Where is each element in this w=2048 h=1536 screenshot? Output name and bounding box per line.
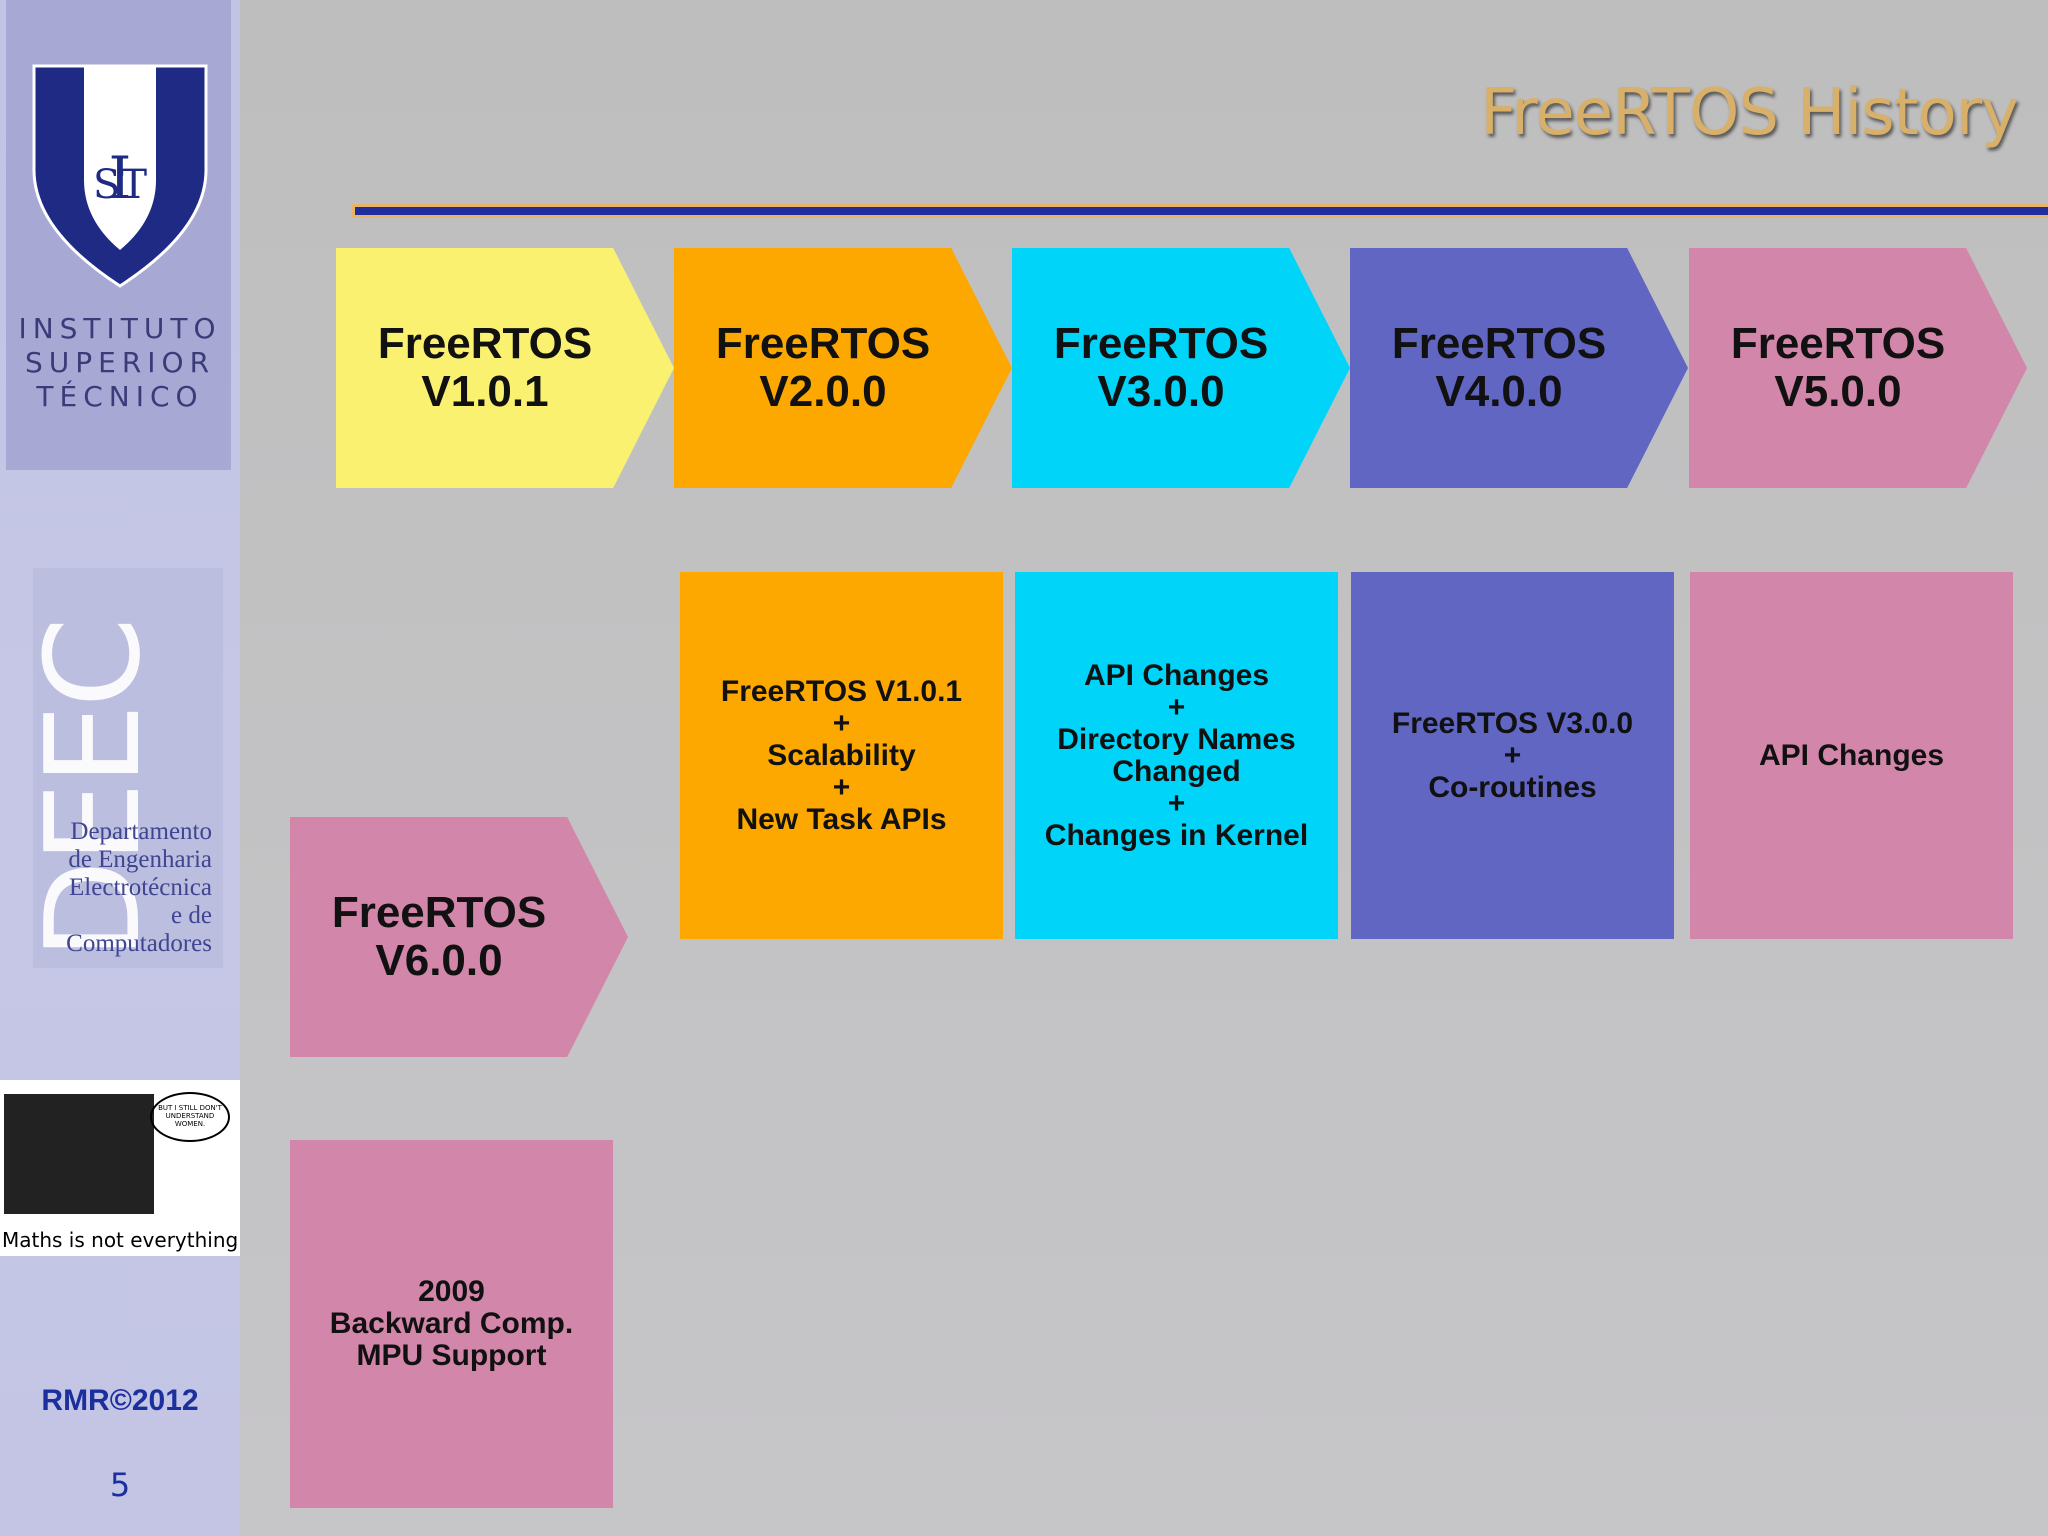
cartoon-caption: Maths is not everything (2, 1228, 239, 1252)
version-details-box: 2009 Backward Comp. MPU Support (290, 1140, 613, 1508)
svg-text:I: I (109, 144, 132, 212)
version-name: FreeRTOS (1730, 319, 1946, 368)
version-name: FreeRTOS (377, 319, 593, 368)
version-number: V5.0.0 (1774, 367, 1902, 416)
department-line: Computadores (66, 930, 212, 957)
version-number: V2.0.0 (759, 367, 887, 416)
copyright-credit: RMR©2012 (41, 1384, 199, 1417)
version-name: FreeRTOS (1391, 319, 1607, 368)
department-line: Electrotécnica (69, 874, 212, 901)
sidebar: I ST INSTITUTO SUPERIOR TÉCNICO DEEC Dep… (0, 0, 240, 1536)
version-name: FreeRTOS (715, 319, 931, 368)
version-details-box: FreeRTOS V1.0.1 + Scalability + New Task… (680, 572, 1003, 939)
department-line: de Engenharia (68, 846, 212, 873)
department-line: e de (171, 902, 212, 929)
institute-line: TÉCNICO (36, 380, 204, 413)
version-details-box: API Changes + Directory Names Changed + … (1015, 572, 1338, 939)
svg-text:DEEC: DEEC (38, 621, 158, 960)
title-underline-bar (352, 204, 2048, 218)
deec-logo-letters: DEEC (38, 621, 158, 960)
department-name: Departamento de Engenharia Electrotécnic… (12, 818, 212, 958)
version-number: V6.0.0 (375, 936, 503, 985)
version-details-box: FreeRTOS V3.0.0 + Co-routines (1351, 572, 1674, 939)
version-number: V3.0.0 (1097, 367, 1225, 416)
speech-bubble: BUT I STILL DON'T UNDERSTAND WOMEN. (150, 1092, 230, 1142)
department-line: Departamento (70, 818, 212, 845)
svg-text:ST: ST (93, 162, 147, 208)
version-details-box: API Changes (1690, 572, 2013, 939)
page-number: 5 (109, 1466, 131, 1504)
ist-shield-logo: I ST (32, 64, 208, 288)
version-number: V1.0.1 (421, 367, 549, 416)
slide-title: FreeRTOS History (1480, 76, 2019, 150)
chalkboard-image (4, 1094, 154, 1214)
version-number: V4.0.0 (1435, 367, 1563, 416)
deec-logo-block (33, 568, 223, 968)
version-name: FreeRTOS (331, 888, 547, 937)
institute-line: INSTITUTO (18, 312, 222, 345)
version-name: FreeRTOS (1053, 319, 1269, 368)
institute-line: SUPERIOR (24, 346, 216, 379)
einstein-cartoon: BUT I STILL DON'T UNDERSTAND WOMEN. Math… (0, 1080, 240, 1256)
